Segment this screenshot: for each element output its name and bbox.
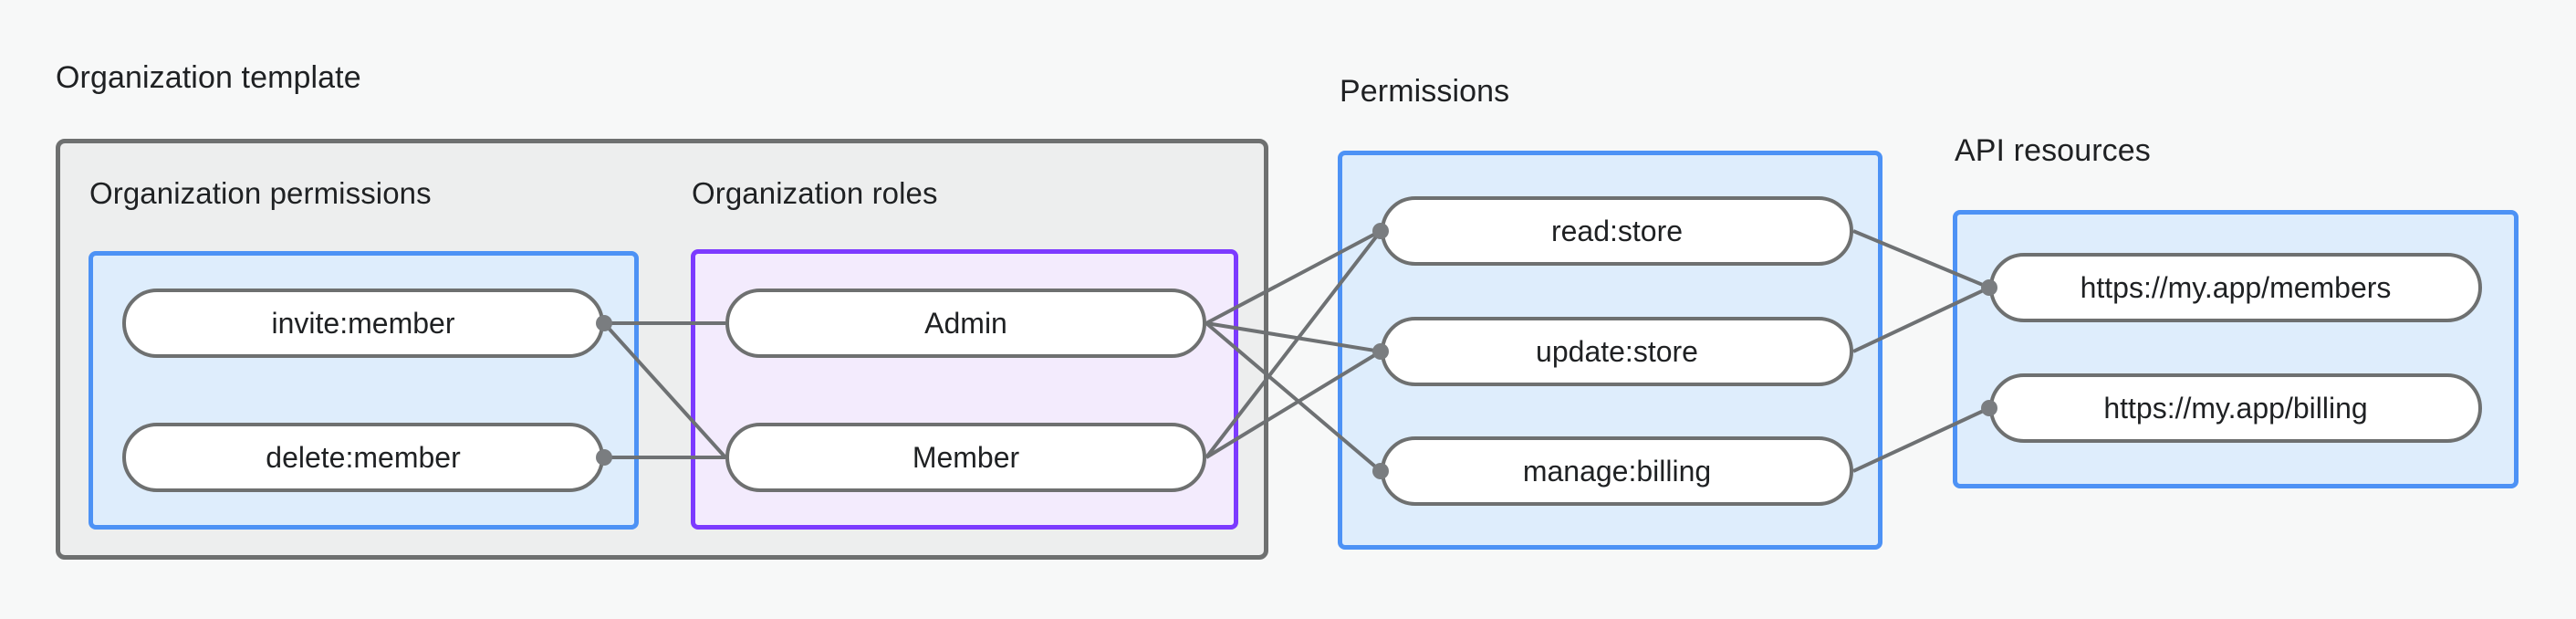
organization-template-title: Organization template [56,60,361,95]
node-members-endpoint[interactable]: https://my.app/members [1989,253,2482,322]
organization-permissions-title: Organization permissions [89,176,432,210]
organization-roles-title: Organization roles [692,176,938,210]
node-manage-billing[interactable]: manage:billing [1381,436,1853,506]
node-update-store[interactable]: update:store [1381,317,1853,386]
group-api-resources [1953,210,2519,488]
permissions-title: Permissions [1340,74,1510,109]
node-admin[interactable]: Admin [725,289,1206,358]
node-read-store[interactable]: read:store [1381,196,1853,266]
node-member[interactable]: Member [725,423,1206,492]
node-invite-member[interactable]: invite:member [122,289,604,358]
node-billing-endpoint[interactable]: https://my.app/billing [1989,373,2482,443]
api-resources-title: API resources [1955,133,2151,168]
node-delete-member[interactable]: delete:member [122,423,604,492]
